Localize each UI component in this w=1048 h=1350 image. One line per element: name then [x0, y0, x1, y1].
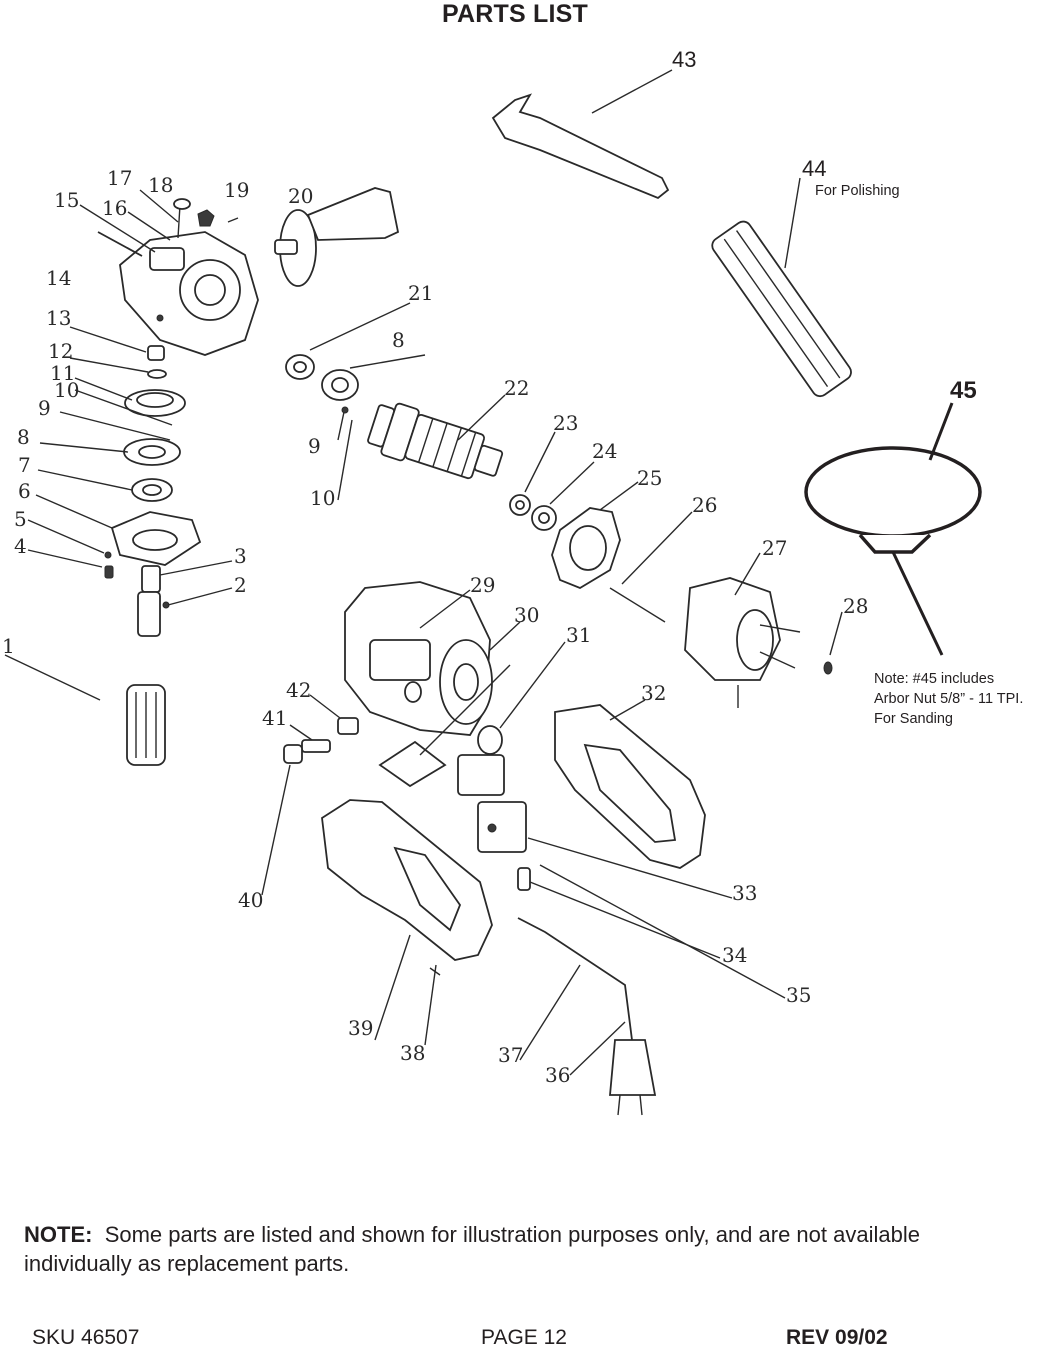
- part-number-11: 11: [50, 361, 75, 385]
- washer-12-drawing: [147, 369, 167, 379]
- part-number-43: 43: [672, 47, 696, 72]
- switch-33-drawing: [477, 801, 527, 853]
- wrench-43-drawing: [491, 93, 670, 200]
- note-label: NOTE:: [24, 1222, 93, 1247]
- part-number-5: 5: [14, 507, 27, 531]
- bearing-plate-8-drawing: [123, 438, 181, 466]
- stator-27-drawing: [684, 577, 801, 708]
- part-number-7: 7: [18, 453, 31, 477]
- part-number-31: 31: [566, 623, 591, 647]
- exploded-parts-diagram: 43 44 For Polishing 45 Note: #45 include…: [2, 47, 1023, 1116]
- part-number-26: 26: [692, 493, 717, 517]
- part-number-6: 6: [18, 479, 31, 503]
- part-number-4: 4: [14, 534, 27, 558]
- part-number-9-b: 9: [308, 434, 321, 458]
- clip-28-drawing: [823, 661, 833, 675]
- polishing-pad-44-drawing: [711, 220, 852, 398]
- footer-revision: REV 09/02: [786, 1326, 888, 1349]
- part-number-42: 42: [286, 678, 311, 702]
- sanding-pad-45-drawing: [804, 446, 982, 554]
- parts-availability-note: NOTE: Some parts are listed and shown fo…: [24, 1220, 1014, 1278]
- part-number-2: 2: [234, 573, 247, 597]
- part-number-18: 18: [148, 173, 173, 197]
- part-number-8: 8: [17, 425, 30, 449]
- part-number-9: 9: [38, 396, 51, 420]
- armature-22-drawing: [367, 402, 504, 480]
- part-number-23: 23: [553, 411, 578, 435]
- part-number-28: 28: [843, 594, 868, 618]
- part-number-14: 14: [46, 266, 71, 290]
- power-cord-36-drawing: [517, 917, 657, 1116]
- page-title: PARTS LIST: [442, 0, 588, 28]
- note-45-line-2: Arbor Nut 5/8” - 11 TPI.: [874, 691, 1023, 707]
- part-number-40: 40: [238, 888, 263, 912]
- part-number-20: 20: [288, 184, 313, 208]
- part-number-15: 15: [54, 188, 79, 212]
- note-text: Some parts are listed and shown for illu…: [24, 1222, 920, 1276]
- motor-housing-29-drawing: [344, 581, 493, 736]
- part-number-34: 34: [722, 943, 747, 967]
- switch-trigger-34-drawing: [517, 867, 531, 891]
- brush-cap-41-drawing: [283, 739, 331, 764]
- bearing-7-drawing: [131, 478, 173, 502]
- label-plate-drawing: [378, 740, 447, 788]
- part-number-30: 30: [514, 603, 539, 627]
- bevel-gear-11-drawing: [124, 389, 186, 417]
- part-number-21: 21: [408, 281, 433, 305]
- handle-half-32-drawing: [554, 704, 706, 869]
- nut-19-drawing: [197, 209, 215, 227]
- part-number-25: 25: [637, 466, 662, 490]
- part-number-10-b: 10: [310, 486, 335, 510]
- part-number-32: 32: [641, 681, 666, 705]
- bearing-plate-8b-drawing: [321, 369, 359, 401]
- part-number-24: 24: [592, 439, 617, 463]
- screw-17-18-drawing: [173, 198, 191, 239]
- note-45-line-3: For Sanding: [874, 711, 953, 727]
- spindle-nut-1-drawing: [126, 684, 166, 766]
- part-number-8-b: 8: [392, 328, 405, 352]
- part-number-1: 1: [2, 634, 15, 658]
- part-number-3: 3: [234, 544, 247, 568]
- note-45-line-1: Note: #45 includes: [874, 671, 994, 687]
- part-number-38: 38: [400, 1041, 425, 1065]
- bearing-13-drawing: [147, 345, 165, 361]
- part-number-17: 17: [107, 166, 132, 190]
- part-number-35: 35: [786, 983, 811, 1007]
- spindle-3-drawing: [137, 565, 161, 637]
- part-number-37: 37: [498, 1043, 523, 1067]
- part-number-22: 22: [504, 376, 529, 400]
- part-number-39: 39: [348, 1016, 373, 1040]
- carbon-brush-42-drawing: [337, 717, 359, 735]
- part-number-19: 19: [224, 178, 249, 202]
- part-number-36: 36: [545, 1063, 570, 1087]
- for-polishing-label: For Polishing: [815, 183, 900, 199]
- brush-holder-31-drawing: [457, 725, 505, 796]
- part-number-44: 44: [802, 156, 826, 181]
- gear-housing-drawing: [119, 231, 259, 356]
- part-number-29: 29: [470, 573, 495, 597]
- footer-page-number: PAGE 12: [481, 1326, 567, 1349]
- footer-sku: SKU 46507: [32, 1326, 140, 1349]
- part-number-33: 33: [732, 881, 757, 905]
- part-number-27: 27: [762, 536, 787, 560]
- part-number-12: 12: [48, 339, 73, 363]
- part-number-45: 45: [950, 377, 977, 404]
- part-number-13: 13: [46, 306, 71, 330]
- bearing-cover-25-drawing: [551, 507, 621, 590]
- gear-case-cover-6-drawing: [110, 511, 202, 566]
- part-number-10: 10: [54, 378, 79, 402]
- side-handle-20-drawing: [274, 187, 400, 287]
- handle-cover-39-drawing: [321, 799, 493, 961]
- part-number-16: 16: [102, 196, 127, 220]
- part-number-41: 41: [262, 706, 287, 730]
